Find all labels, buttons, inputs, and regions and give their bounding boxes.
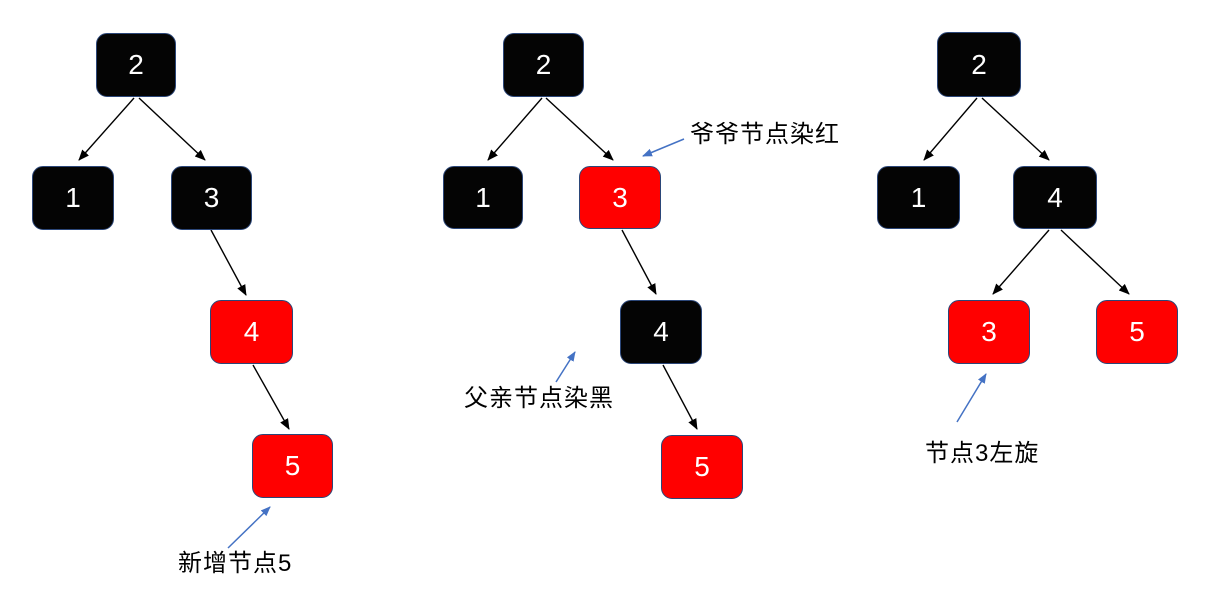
tree-3-node-3-red: 3 bbox=[948, 300, 1030, 364]
tree-1-node-4-red: 4 bbox=[210, 300, 293, 364]
tree-1-node-2-black: 2 bbox=[96, 33, 176, 97]
annotation-label-3: 节点3左旋 bbox=[925, 440, 1040, 467]
tree-3-node-5-red: 5 bbox=[1096, 300, 1178, 364]
tree-2-node-2-black: 2 bbox=[503, 33, 584, 97]
tree-1-node-5-red: 5 bbox=[252, 434, 333, 498]
tree-2-node-5-red: 5 bbox=[661, 435, 743, 499]
tree-2-node-1-black: 1 bbox=[443, 166, 523, 229]
tree-2-node-4-black: 4 bbox=[620, 300, 702, 364]
tree-1-node-3-black: 3 bbox=[171, 166, 252, 230]
tree-3-node-4-black: 4 bbox=[1013, 166, 1097, 229]
annotation-label-0: 新增节点5 bbox=[178, 550, 293, 577]
annotation-label-2: 父亲节点染黑 bbox=[464, 385, 614, 412]
annotation-label-1: 爷爷节点染红 bbox=[690, 121, 840, 148]
tree-3-node-2-black: 2 bbox=[937, 32, 1021, 97]
tree-3-node-1-black: 1 bbox=[877, 166, 960, 229]
tree-1-node-1-black: 1 bbox=[32, 166, 114, 230]
tree-2-node-3-red: 3 bbox=[579, 166, 661, 229]
